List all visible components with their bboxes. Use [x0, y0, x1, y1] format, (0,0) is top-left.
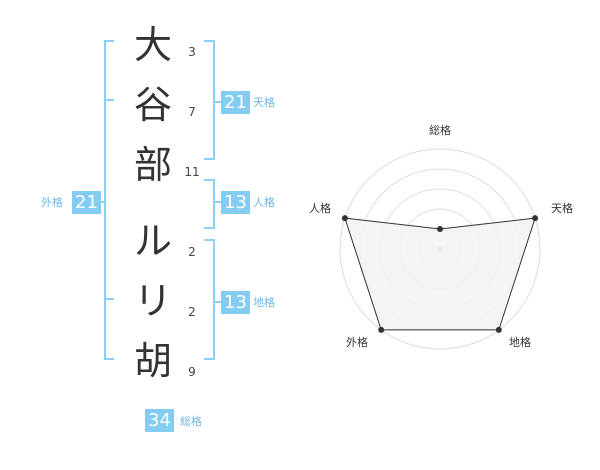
gaikaku-bracket-tick-1 — [104, 99, 114, 101]
jinkaku-bracket-vertical — [213, 179, 215, 229]
radar-center-dot — [437, 246, 443, 252]
radar-label-tenkaku: 天格 — [551, 201, 573, 215]
chikaku-bracket-vertical — [213, 239, 215, 360]
radar-label-gaikaku: 外格 — [346, 335, 368, 349]
tenkaku-connector — [213, 101, 221, 103]
tenkaku-bracket-vertical — [213, 40, 215, 160]
tenkaku-value-badge: 21 — [221, 91, 250, 114]
gaikaku-label: 外格 — [41, 196, 63, 209]
tenkaku-bracket-top — [204, 40, 214, 42]
radar-point-1 — [437, 226, 443, 232]
chikaku-value-badge: 13 — [221, 291, 250, 314]
stroke-count-6: 9 — [188, 365, 196, 379]
radar-area — [344, 217, 536, 331]
soukaku-label: 総格 — [180, 415, 202, 428]
stroke-count-2: 7 — [188, 105, 196, 119]
soukaku-value-badge: 34 — [145, 409, 174, 432]
chikaku-label: 地格 — [253, 296, 275, 309]
gaikaku-value-badge: 21 — [72, 191, 101, 214]
radar-label-jinkaku: 人格 — [309, 201, 331, 215]
chikaku-connector — [213, 301, 221, 303]
radar-points — [341, 215, 539, 333]
radar-point-3 — [495, 326, 502, 333]
jinkaku-label: 人格 — [253, 196, 275, 209]
jinkaku-bracket-top — [204, 179, 214, 181]
gaikaku-bracket-bottom — [104, 358, 114, 360]
jinkaku-bracket-bottom — [204, 227, 214, 229]
name-char-3: 部 — [133, 143, 172, 187]
radar-point-4 — [378, 326, 385, 333]
radar-grid-ring-5 — [339, 148, 541, 350]
name-char-1: 大 — [133, 23, 172, 67]
radar-grid-ring-1 — [419, 228, 461, 270]
name-char-6: 胡 — [133, 339, 172, 383]
gaikaku-bracket-top — [104, 40, 114, 42]
gaikaku-bracket-vertical — [104, 40, 106, 360]
name-char-5: リ — [133, 279, 172, 323]
jinkaku-value-badge: 13 — [221, 191, 250, 214]
radar-point-2 — [532, 215, 539, 222]
tenkaku-bracket-bottom — [204, 158, 214, 160]
name-char-2: 谷 — [133, 83, 172, 127]
chikaku-bracket-bottom — [204, 358, 214, 360]
stroke-count-5: 2 — [188, 305, 196, 319]
gaikaku-bracket-tick-2 — [104, 298, 114, 300]
stroke-count-3: 11 — [184, 165, 200, 179]
radar-grid-ring-4 — [359, 168, 521, 330]
radar-label-soukaku: 総格 — [429, 123, 451, 137]
radar-grid — [339, 148, 541, 350]
radar-label-chikaku: 地格 — [509, 335, 531, 349]
radar-grid-ring-2 — [399, 208, 481, 290]
stroke-count-1: 3 — [188, 45, 196, 59]
stroke-count-4: 2 — [188, 245, 196, 259]
jinkaku-connector — [213, 201, 221, 203]
radar-point-5 — [341, 215, 348, 222]
name-char-4: ル — [133, 219, 172, 263]
radar-axis-labels: 総格 天格 地格 外格 人格 — [309, 123, 573, 349]
tenkaku-label: 天格 — [253, 96, 275, 109]
chikaku-bracket-top — [204, 239, 214, 241]
radar-grid-ring-3 — [379, 188, 501, 310]
